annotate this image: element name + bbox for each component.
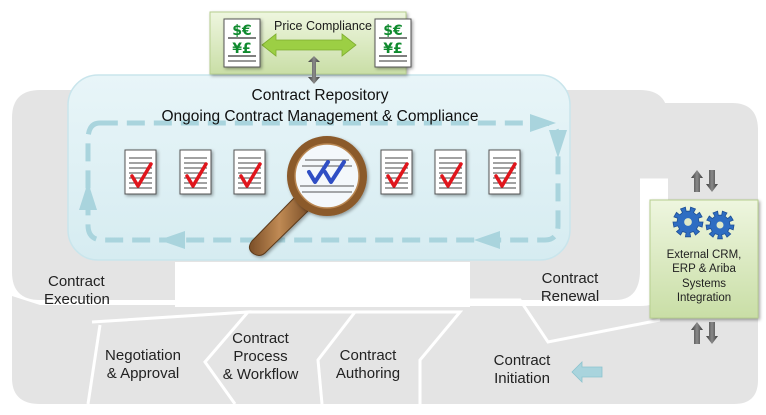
stage-execution-line2: Execution [44, 291, 110, 308]
document-check-icon [179, 149, 212, 195]
document-check-icon [434, 149, 467, 195]
check-mark-red [494, 162, 517, 188]
divider-process-authoring [248, 310, 359, 405]
stage-authoring-line2: Authoring [335, 365, 401, 382]
stage-negotiation-line2: & Approval [106, 365, 180, 382]
check-mark-red [386, 162, 409, 188]
stage-initiation-line1: Contract [493, 352, 551, 369]
stage-initiation-line2: Initiation [494, 370, 550, 387]
magnifier-icon [248, 136, 367, 256]
integration-box [649, 199, 759, 319]
stage-authoring: Contract Authoring [318, 347, 418, 383]
flow-arrow-down [549, 130, 567, 158]
integration-line1: External CRM, [666, 249, 742, 261]
document-check-icon [488, 149, 521, 195]
document-check-icon [380, 149, 413, 195]
currency-document-icon [374, 18, 412, 68]
divider-initiation-renewal [460, 298, 661, 344]
stage-renewal-line2: Renewal [540, 288, 600, 305]
stage-execution-line1: Contract [48, 273, 105, 290]
initiation-arrow-icon [571, 361, 603, 383]
sync-arrow-icon [261, 33, 357, 57]
stage-authoring-line1: Contract [339, 347, 397, 364]
double-arrow-icon [308, 56, 320, 84]
document-check-icon [233, 149, 266, 195]
check-mark-red [130, 162, 153, 188]
currency-row-2-left: ¥£ [232, 41, 251, 57]
integration-label: External CRM, ERP & Ariba Systems Integr… [652, 248, 756, 306]
check-mark-blue-2 [323, 160, 346, 184]
repository-title: Contract Repository [252, 87, 389, 104]
check-mark-red [440, 162, 463, 188]
currency-document-icon [223, 18, 261, 68]
stage-process-line1: Contract [232, 330, 289, 347]
flow-arrow-left [474, 231, 500, 249]
gear-group [672, 206, 735, 240]
stage-process-line3: & Workflow [222, 366, 299, 383]
check-mark-red [239, 162, 262, 188]
stage-renewal: Contract Renewal [520, 270, 620, 306]
stage-execution: Contract Execution [28, 273, 138, 309]
integration-line3: Systems [681, 277, 727, 290]
flow-arrow-left-2 [159, 231, 185, 249]
integration-line2: ERP & Ariba [672, 263, 736, 276]
stage-renewal-line1: Contract [541, 270, 599, 287]
currency-row-1-left: $€ [232, 23, 251, 39]
flow-arrow-right [530, 114, 556, 132]
double-arrow-icon [691, 322, 718, 344]
stage-process-line2: Process [233, 348, 288, 365]
divider-execution-negotiation [86, 324, 102, 405]
flow-arrow-up [79, 182, 97, 210]
repository-subtitle: Ongoing Contract Management & Compliance [161, 108, 478, 125]
document-row [124, 149, 521, 195]
currency-row-2-right: ¥£ [383, 41, 402, 57]
stage-process: Contract Process & Workflow [208, 330, 313, 384]
check-mark-blue-1 [307, 160, 330, 184]
stage-negotiation: Negotiation & Approval [88, 347, 198, 383]
divider-negotiation-process [91, 310, 252, 405]
stage-negotiation-line1: Negotiation [105, 347, 181, 364]
price-compliance-label: Price Compliance [274, 19, 372, 33]
currency-row-1-right: $€ [383, 23, 402, 39]
double-arrow-icon [691, 170, 718, 192]
document-check-icon [124, 149, 157, 195]
divider-authoring-initiation [355, 310, 464, 404]
integration-line4: Integration [676, 292, 732, 305]
stage-initiation: Contract Initiation [472, 352, 572, 388]
check-mark-red [185, 162, 208, 188]
